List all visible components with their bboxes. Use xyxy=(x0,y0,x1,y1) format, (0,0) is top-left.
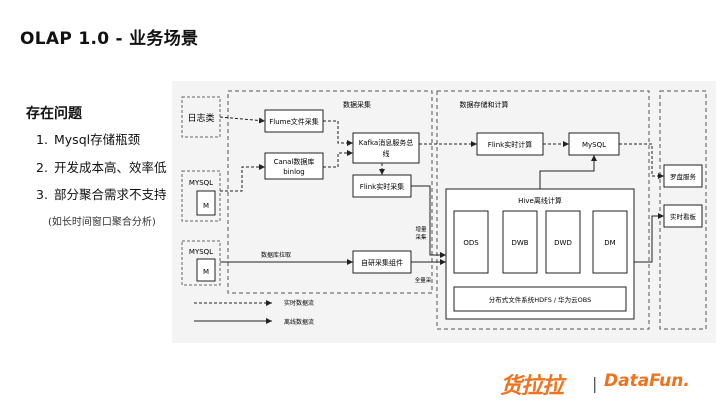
mysql-source-box-2 xyxy=(181,240,221,286)
hive-to-apps-arrow xyxy=(634,213,664,263)
mysql-db-icon-2 xyxy=(196,258,216,282)
mysql-m-label-2: M xyxy=(203,268,209,276)
datafun-logo: DataFun. xyxy=(604,371,690,391)
dwd-box xyxy=(545,210,581,274)
storage-region xyxy=(436,90,650,330)
issue-note: (如长时间窗口聚合分析) xyxy=(48,217,156,228)
mysql-to-canal-arrow xyxy=(220,164,265,192)
brand-separator: | xyxy=(592,374,598,393)
legend-offline-label: 离线数据流 xyxy=(284,318,314,326)
db-pull-label: 数据库拉取 xyxy=(261,251,291,259)
collection-title: 数据采集 xyxy=(343,100,371,109)
custom-collect-label: 自研采集组件 xyxy=(361,258,403,267)
issue-text: 开发成本高、效率低 xyxy=(54,160,167,175)
dwb-box xyxy=(502,210,538,274)
issues-heading: 存在问题 xyxy=(26,106,82,122)
flume-to-kafka-arrow xyxy=(323,120,353,146)
dm-label: DM xyxy=(604,239,615,247)
hive-title: Hive离线计算 xyxy=(518,196,562,205)
mysql-to-apps-arrow xyxy=(619,143,664,179)
mysql-target-label: MySQL xyxy=(582,141,606,149)
log-to-flume-arrow xyxy=(219,116,266,124)
flink-compute-label: Flink实时计算 xyxy=(488,140,532,149)
issue-item: 2. 开发成本高、效率低 xyxy=(36,157,167,176)
flume-label: Flume文件采集 xyxy=(269,117,319,126)
mysql-source-label-2: MYSQL xyxy=(189,248,213,256)
architecture-diagram: 日志类 MYSQL M MYSQL M 数据采集 Flume文件采集 Canal… xyxy=(172,81,716,343)
incr-label-1: 增量 xyxy=(415,225,427,233)
hdfs-box xyxy=(453,286,627,312)
app-region xyxy=(659,90,707,330)
page-title: OLAP 1.0 - 业务场景 xyxy=(20,29,199,49)
log-source-label: 日志类 xyxy=(187,112,214,124)
incr-label-2: 采集 xyxy=(415,233,427,241)
huolala-logo: 货拉拉 xyxy=(500,374,564,399)
ods-label: ODS xyxy=(463,239,479,247)
dm-box xyxy=(592,210,628,274)
issue-item: 3. 部分聚合需求不支持 xyxy=(36,184,167,203)
collection-region xyxy=(227,90,433,294)
full-collect-label: 全量采 xyxy=(415,276,432,284)
issue-text: Mysql存储瓶颈 xyxy=(54,132,141,147)
dwd-label: DWD xyxy=(554,239,572,247)
kafka-box xyxy=(352,132,420,164)
legend-realtime-label: 实时数据流 xyxy=(284,299,314,307)
flink-collect-label: Flink实时采集 xyxy=(360,182,404,191)
issue-number: 2. xyxy=(36,160,48,175)
mysql-m-label-1: M xyxy=(203,202,209,210)
kafka-label-2: 线 xyxy=(383,149,390,158)
hdfs-label: 分布式文件系统HDFS / 华为云OBS xyxy=(489,295,592,304)
issue-item: 1. Mysql存储瓶颈 xyxy=(36,129,140,148)
hive-to-mysql-arrow xyxy=(539,155,597,189)
issue-number: 3. xyxy=(36,187,48,202)
app-label-2: 实时看板 xyxy=(670,212,697,221)
canal-to-kafka-arrow xyxy=(323,150,353,168)
canal-box xyxy=(264,152,324,180)
mysql-source-label-1: MYSQL xyxy=(189,179,213,187)
mysql-db-icon-1 xyxy=(196,190,216,216)
app-label-1: 罗盘服务 xyxy=(670,172,697,181)
ods-box xyxy=(453,210,489,274)
issue-number: 1. xyxy=(36,132,48,147)
dwb-label: DWB xyxy=(511,239,528,247)
storage-title: 数据存储和计算 xyxy=(460,100,509,109)
canal-label-2: binlog xyxy=(283,168,305,176)
canal-label-1: Canal数据库 xyxy=(274,157,315,166)
issue-text: 部分聚合需求不支持 xyxy=(54,187,167,202)
kafka-label-1: Kafka消息服务总 xyxy=(359,138,413,147)
flink-collect-to-hive-arrow xyxy=(411,185,446,258)
mysql-source-box-1 xyxy=(181,170,221,222)
footer-brand: 货拉拉 | DataFun. xyxy=(500,366,710,400)
